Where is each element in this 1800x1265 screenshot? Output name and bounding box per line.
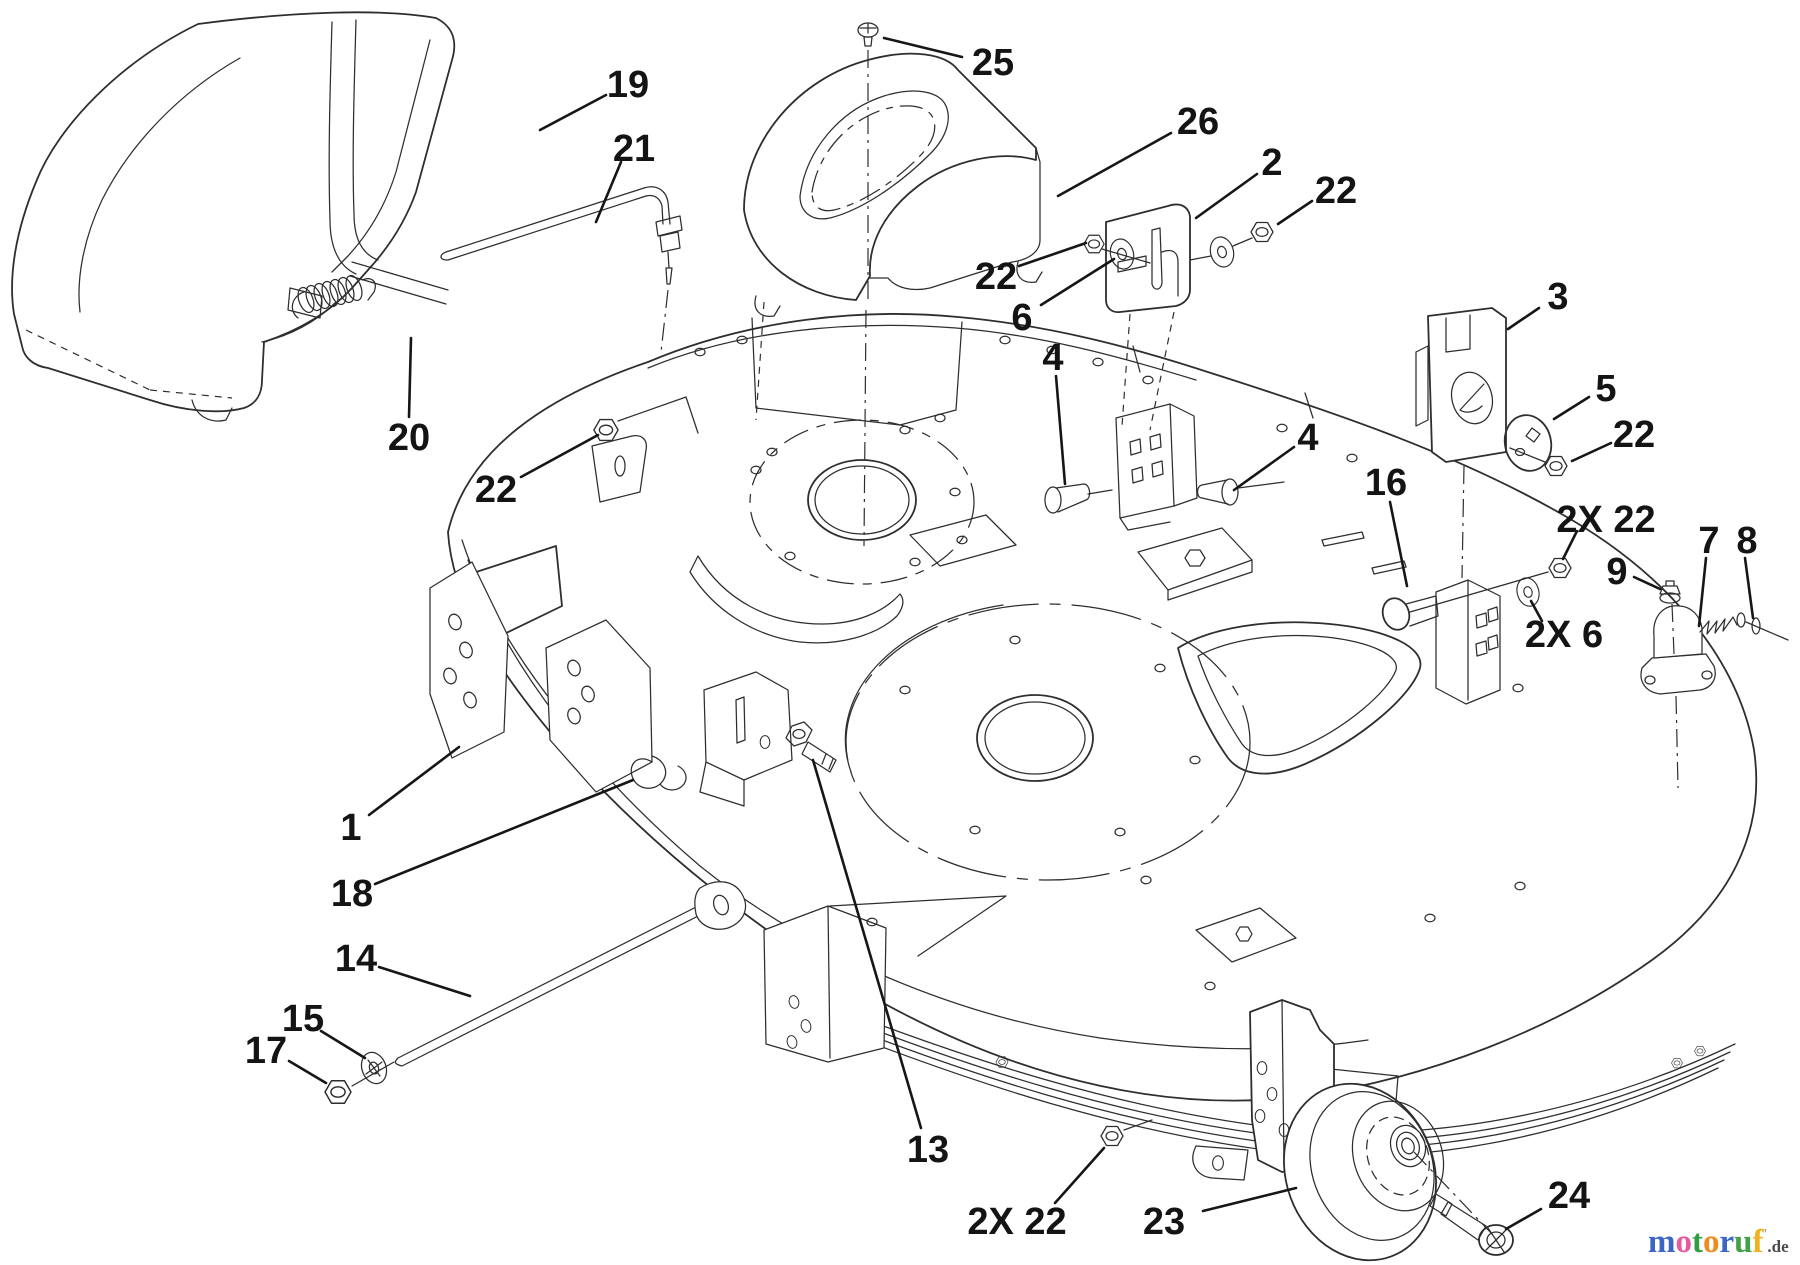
svg-text:26: 26 [1177, 101, 1219, 143]
washout-elbow [1640, 580, 1789, 789]
callouts: 19 21 20 22 25 26 2 22 [245, 36, 1758, 1243]
callout-15: 15 [282, 998, 367, 1060]
deflector-rod [440, 186, 683, 353]
svg-text:14: 14 [335, 938, 377, 980]
callout-16: 16 [1365, 462, 1409, 588]
svg-text:1: 1 [340, 807, 361, 849]
svg-text:25: 25 [972, 42, 1014, 84]
svg-text:22: 22 [1315, 170, 1357, 212]
discharge-deflector [11, 11, 456, 422]
brand-letter: f [1753, 1224, 1765, 1260]
callout-2: 2 [1194, 142, 1283, 220]
callout-19: 19 [538, 64, 649, 132]
callout-26: 26 [1056, 101, 1219, 198]
callout-2x22-lower: 2X 22 [967, 1119, 1153, 1243]
svg-text:20: 20 [388, 417, 430, 459]
svg-text:2X 6: 2X 6 [1525, 614, 1603, 656]
svg-text:18: 18 [331, 873, 373, 915]
callout-25: 25 [882, 36, 1014, 84]
callout-7: 7 [1697, 520, 1720, 628]
wheel-bolt [1429, 1193, 1514, 1256]
svg-text:22: 22 [475, 469, 517, 511]
svg-text:24: 24 [1548, 1175, 1590, 1217]
height-bracket-front [1083, 203, 1274, 431]
callout-1: 1 [340, 745, 461, 849]
deflector-spring [291, 274, 376, 319]
callout-18: 18 [331, 778, 635, 915]
hairpin-clip [630, 755, 687, 791]
callout-20: 20 [388, 336, 430, 459]
height-bracket-rear [1415, 307, 1568, 579]
callout-4-right: 4 [1232, 417, 1319, 492]
svg-text:4: 4 [1297, 417, 1318, 459]
mower-deck-housing [429, 313, 1758, 1181]
callout-6: 6 [1011, 257, 1116, 339]
brand-letter: o [1676, 1224, 1693, 1260]
shoulder-bolt [785, 721, 837, 773]
brand-logo: motoruf'.de [1648, 1224, 1789, 1260]
callout-2x22-upper: 2X 22 [1556, 499, 1656, 561]
svg-text:4: 4 [1042, 337, 1063, 379]
svg-text:3: 3 [1547, 276, 1568, 318]
brand-trademark-mark: ' [1764, 1227, 1768, 1242]
callout-5: 5 [1552, 368, 1617, 421]
svg-text:6: 6 [1011, 297, 1032, 339]
callout-8: 8 [1736, 520, 1758, 620]
svg-text:8: 8 [1736, 520, 1757, 562]
carriage-bolt-chain [1381, 557, 1572, 631]
support-rod [324, 881, 747, 1104]
anti-scalp-wheel [1283, 1082, 1493, 1262]
callout-22-right-of-2: 22 [1276, 170, 1357, 226]
callout-3: 3 [1506, 276, 1569, 331]
brand-letter: t [1692, 1224, 1703, 1260]
callout-9: 9 [1606, 551, 1662, 593]
svg-text:7: 7 [1698, 520, 1719, 562]
callout-24: 24 [1504, 1175, 1590, 1231]
callout-13: 13 [811, 758, 949, 1171]
callout-22-disc: 22 [1570, 414, 1655, 463]
belt-cover [743, 52, 1043, 317]
callout-23: 23 [1143, 1186, 1298, 1243]
svg-text:13: 13 [907, 1129, 949, 1171]
svg-text:23: 23 [1143, 1201, 1185, 1243]
svg-text:9: 9 [1606, 551, 1627, 593]
svg-text:5: 5 [1595, 368, 1616, 410]
svg-text:17: 17 [245, 1030, 287, 1072]
callout-14: 14 [335, 938, 472, 998]
callout-2x6: 2X 6 [1525, 599, 1603, 656]
callout-4-upper: 4 [1042, 337, 1067, 486]
hinge-pins [1044, 478, 1285, 514]
svg-text:2: 2 [1261, 142, 1282, 184]
callout-22-deflector: 22 [475, 433, 600, 511]
svg-text:21: 21 [613, 128, 655, 170]
brand-letter: r [1720, 1224, 1735, 1260]
brand-letter: o [1703, 1224, 1720, 1260]
svg-text:16: 16 [1365, 462, 1407, 504]
svg-text:15: 15 [282, 998, 324, 1040]
callout-17: 17 [245, 1030, 328, 1085]
brand-tld: .de [1767, 1237, 1789, 1256]
svg-text:19: 19 [607, 64, 649, 106]
brand-letter: m [1648, 1224, 1676, 1260]
brand-letter: u [1734, 1224, 1752, 1260]
svg-text:2X 22: 2X 22 [967, 1201, 1066, 1243]
callout-21: 21 [594, 128, 655, 224]
callout-22-left-of-2: 22 [975, 241, 1088, 298]
svg-text:22: 22 [1613, 414, 1655, 456]
svg-text:2X 22: 2X 22 [1556, 499, 1655, 541]
flange-nut-left [591, 396, 699, 503]
cover-bolt [755, 22, 879, 547]
svg-text:22: 22 [975, 256, 1017, 298]
